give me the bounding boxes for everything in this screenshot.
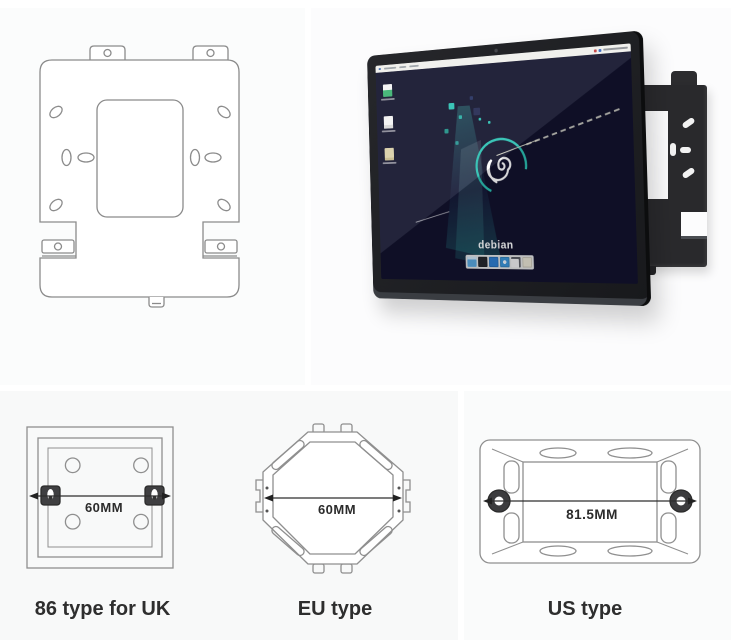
menu-text	[409, 64, 419, 68]
menu-text	[399, 65, 407, 69]
uk-box-label: 86 type for UK	[34, 598, 171, 620]
wallpaper-pixel	[444, 128, 449, 134]
wallpaper-pixel	[455, 141, 459, 145]
screenshot-icon[interactable]	[511, 256, 521, 268]
tablet-device: debian	[366, 30, 652, 307]
wall-plate-drawing	[39, 45, 240, 308]
icon-label	[382, 161, 397, 165]
us-box-drawing: 81.5MM	[479, 439, 701, 564]
us-inner-frame	[522, 461, 658, 543]
eu-diagonal-slots	[271, 439, 393, 557]
software-icon[interactable]	[488, 256, 499, 268]
wallpaper-pixel	[487, 120, 491, 124]
installer-icon[interactable]	[380, 83, 395, 101]
wallpaper-pixel	[448, 102, 455, 110]
bracket-side-notch	[681, 212, 707, 236]
eu-dimension-arrow	[264, 494, 402, 502]
debian-logo-text: debian	[477, 238, 514, 252]
wallpaper-pixel	[478, 117, 482, 121]
clock-text	[603, 46, 628, 51]
tray-icon-blue[interactable]	[598, 48, 602, 52]
wallpaper-pixel	[473, 107, 481, 116]
bracket-top-tab	[671, 71, 697, 87]
tray-icon-red[interactable]	[593, 48, 597, 52]
wallpaper-line	[415, 211, 450, 223]
menu-icon[interactable]	[378, 68, 381, 71]
us-corner-lines	[491, 448, 689, 555]
uk-screw-holes	[64, 457, 149, 530]
uk-dimension-arrow	[29, 492, 171, 500]
us-dimension-arrow	[483, 497, 697, 505]
bracket-slot-icon	[681, 116, 696, 130]
wallpaper-pixel	[469, 96, 474, 100]
browser-icon[interactable]	[499, 256, 510, 268]
eu-box-label: EU type	[297, 598, 373, 620]
bracket-slot-icon	[680, 147, 691, 153]
camera-icon	[494, 48, 498, 53]
bracket-slot-icon	[681, 166, 696, 180]
tablet-screen: debian	[375, 43, 638, 284]
us-box-label: US type	[547, 598, 623, 620]
us-knockout-ovals	[503, 447, 677, 557]
window-icon[interactable]	[467, 256, 477, 267]
wallpaper-dashed-line	[526, 108, 620, 146]
notes-icon[interactable]	[522, 257, 533, 268]
system-tray[interactable]	[593, 46, 631, 52]
icon-label	[380, 97, 395, 101]
bracket-notch-bevel	[681, 236, 707, 239]
us-dimension-label: 81.5MM	[566, 507, 618, 522]
plate-inner-cutout	[96, 99, 184, 218]
eu-side-lugs	[255, 479, 411, 513]
uk-box-drawing: 60MM	[26, 426, 174, 569]
files-icon[interactable]	[478, 256, 488, 268]
plate-top-tabs	[89, 45, 229, 61]
taskbar[interactable]	[465, 254, 534, 270]
plate-bottom-tabs	[41, 239, 238, 257]
debian-swirl-icon	[471, 132, 533, 200]
eu-box-drawing: 60MM	[255, 423, 411, 574]
eu-dimension-label: 60MM	[318, 502, 356, 517]
bracket-slot-icon	[670, 143, 676, 156]
document-icon[interactable]	[381, 115, 396, 133]
wallpaper-pixel	[458, 115, 463, 120]
plate-bottom-tongue	[148, 297, 165, 308]
uk-dimension-label: 60MM	[85, 500, 123, 515]
readme-icon[interactable]	[382, 147, 397, 165]
plate-mounting-slots	[49, 105, 231, 212]
menu-text	[383, 66, 397, 70]
icon-label	[381, 129, 396, 133]
